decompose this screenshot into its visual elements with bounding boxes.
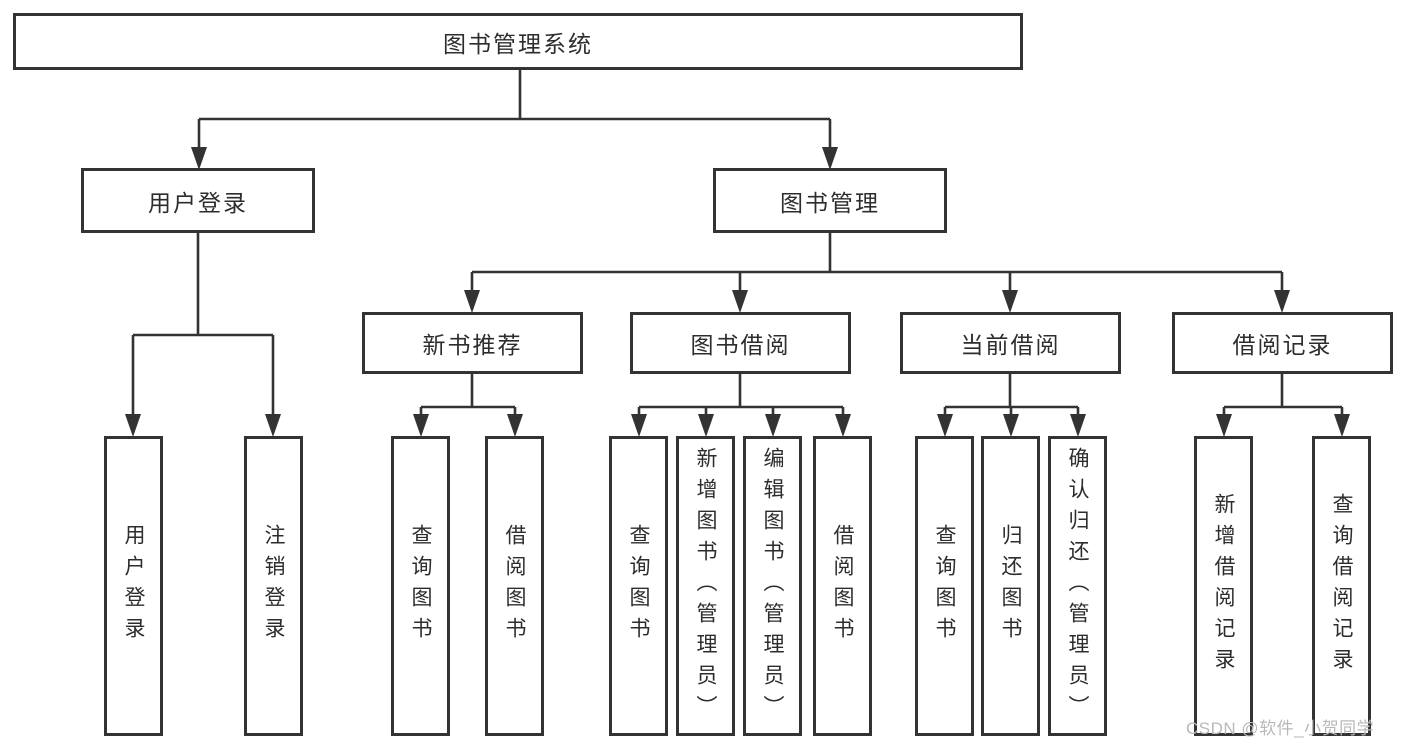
leaf-add-books-admin: 新增图书（管理员） (676, 436, 735, 736)
node-user-login: 用户登录 (81, 168, 315, 233)
leaf-add-borrow-record: 新增借阅记录 (1194, 436, 1253, 736)
node-current-borrowing: 当前借阅 (900, 312, 1121, 374)
leaf-label: 注销登录 (262, 524, 285, 648)
leaf-label: 编辑图书（管理员） (761, 446, 784, 726)
leaf-query-books-current: 查询图书 (915, 436, 974, 736)
leaf-borrow-books-recommend: 借阅图书 (485, 436, 544, 736)
leaf-label: 借阅图书 (503, 524, 526, 648)
leaf-label: 归还图书 (999, 524, 1022, 648)
node-book-management: 图书管理 (713, 168, 947, 233)
leaf-label: 新增借阅记录 (1212, 493, 1235, 679)
node-book-borrowing: 图书借阅 (630, 312, 851, 374)
leaf-query-books-borrowing: 查询图书 (609, 436, 668, 736)
leaf-label: 用户登录 (122, 524, 145, 648)
leaf-user-login: 用户登录 (104, 436, 163, 736)
node-borrowing-records: 借阅记录 (1172, 312, 1393, 374)
leaf-query-books-recommend: 查询图书 (391, 436, 450, 736)
leaf-confirm-return-admin: 确认归还（管理员） (1048, 436, 1107, 736)
csdn-watermark: CSDN @软件_小贺同学 (1186, 719, 1375, 738)
node-new-book-recommend: 新书推荐 (362, 312, 583, 374)
leaf-label: 确认归还（管理员） (1066, 446, 1089, 726)
leaf-label: 查询图书 (409, 524, 432, 648)
leaf-label: 查询图书 (933, 524, 956, 648)
leaf-borrow-books: 借阅图书 (813, 436, 872, 736)
leaf-label: 查询图书 (627, 524, 650, 648)
node-library-management-system: 图书管理系统 (13, 13, 1023, 70)
leaf-label: 新增图书（管理员） (694, 446, 717, 726)
leaf-label: 借阅图书 (831, 524, 854, 648)
leaf-return-books: 归还图书 (981, 436, 1040, 736)
leaf-edit-books-admin: 编辑图书（管理员） (743, 436, 802, 736)
leaf-query-borrow-record: 查询借阅记录 (1312, 436, 1371, 736)
leaf-logout: 注销登录 (244, 436, 303, 736)
leaf-label: 查询借阅记录 (1330, 493, 1353, 679)
